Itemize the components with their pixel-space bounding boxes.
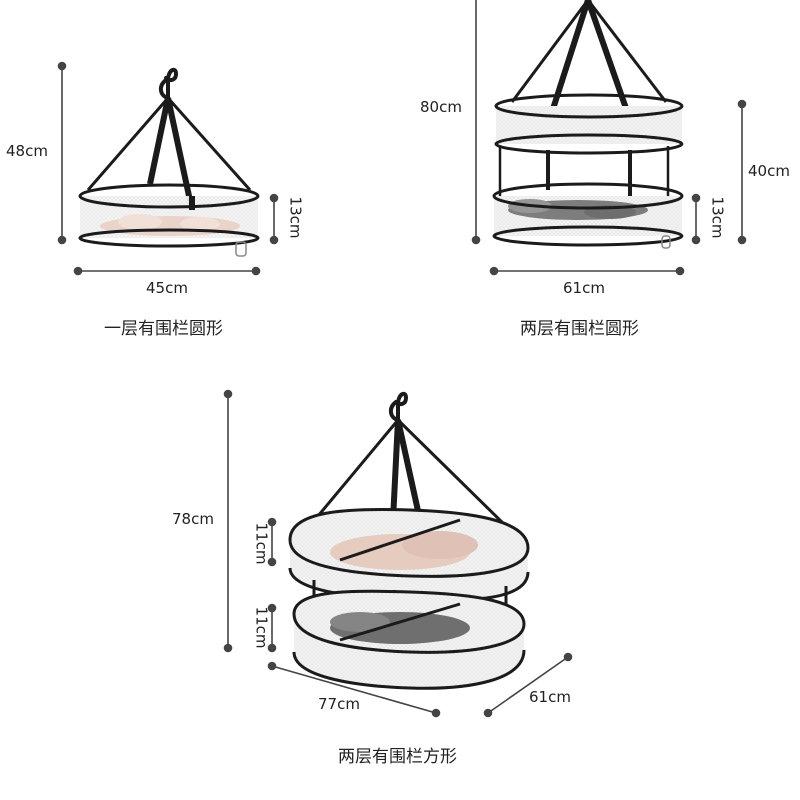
upper-layer-height-label-3: 11cm (252, 522, 271, 565)
layer-height-label-2: 13cm (708, 196, 727, 239)
hook-icon (394, 391, 409, 422)
length-label-3: 77cm (318, 695, 360, 713)
caption-one-layer-round: 一层有围栏圆形 (104, 319, 223, 339)
height-label-2: 80cm (420, 98, 462, 116)
two-layer-square-rack (288, 391, 530, 690)
caption-two-layer-square: 两层有围栏方形 (338, 747, 457, 767)
dimension-lines-3 (223, 389, 573, 718)
depth-label-3: 61cm (529, 688, 571, 706)
width-label-2: 61cm (563, 279, 605, 297)
width-label-1: 45cm (146, 279, 188, 297)
hook-icon (164, 67, 179, 100)
caption-two-layer-round: 两层有围栏圆形 (520, 319, 639, 339)
two-layer-round-rack (492, 0, 684, 249)
height-label-1: 48cm (6, 142, 48, 160)
dimension-lines-1 (57, 61, 279, 276)
height-label-3: 78cm (172, 510, 214, 528)
dimension-lines-2 (471, 0, 747, 276)
partial-height-label-2: 40cm (748, 162, 790, 180)
one-layer-round-rack (78, 67, 260, 257)
layer-height-label-1: 13cm (286, 196, 305, 239)
lower-layer-height-label-3: 11cm (252, 606, 271, 649)
